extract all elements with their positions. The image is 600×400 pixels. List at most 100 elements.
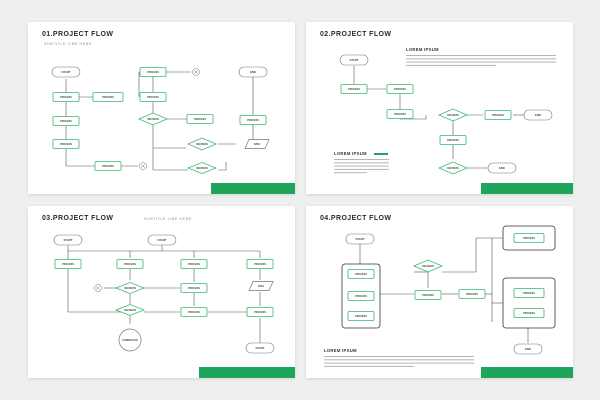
process-box	[458, 289, 486, 299]
node-label: PROCESS	[147, 71, 159, 74]
placeholder-text-line	[406, 58, 556, 60]
start-terminal	[339, 54, 369, 66]
node-label: START	[157, 238, 166, 242]
node-label: START	[63, 238, 72, 242]
node-label: PROCESS	[523, 312, 535, 315]
process-box	[54, 259, 82, 269]
process-box	[513, 308, 545, 318]
decision-diamond	[114, 304, 146, 316]
node-label: END	[499, 166, 505, 170]
decision-diamond	[186, 137, 218, 151]
decision-diamond	[114, 282, 146, 294]
node-label: START	[255, 346, 264, 350]
node-label: DECISION	[147, 118, 159, 121]
panel-subtitle: SUBTITLE LINE HERE	[144, 217, 192, 221]
flowchart-4: STARTPROCESSPROCESSPROCESSDECISIONPROCES…	[324, 225, 556, 367]
node-label: PROCESS	[348, 88, 360, 91]
flowchart-3: START START PROCESS PROCESS PROCESS PROCESS DE…	[53, 234, 275, 354]
start-terminal	[147, 234, 177, 246]
node-label: PROCESS	[102, 96, 114, 99]
node-label: PROCESS	[492, 114, 504, 117]
panel-title: 03.PROJECT FLOW	[42, 215, 114, 222]
node-label: CONNECTOR	[122, 339, 138, 342]
process-box	[246, 307, 274, 317]
node-label: START	[349, 58, 358, 62]
connector-line	[400, 115, 427, 120]
node-label: DECISION	[447, 114, 459, 117]
node-label: PROCESS	[355, 295, 367, 298]
panel-title: 04.PROJECT FLOW	[320, 215, 392, 222]
process-box	[513, 233, 545, 243]
node-label: PROCESS	[394, 113, 406, 116]
node-label: PROCESS	[188, 311, 200, 314]
node-label: PROCESS	[447, 139, 459, 142]
process-box	[180, 283, 208, 293]
start-terminal	[51, 66, 81, 78]
placeholder-text-line	[334, 172, 367, 174]
data-shape	[248, 281, 274, 291]
node-label: PROCESS	[60, 120, 72, 123]
node-label: PROCESS	[102, 165, 114, 168]
panel-title: 01.PROJECT FLOW	[42, 31, 114, 38]
cross-icon	[193, 69, 199, 75]
placeholder-text-line	[324, 359, 474, 361]
accent-bar	[481, 367, 573, 378]
node-label: DECISION	[196, 143, 208, 146]
placeholder-text-line	[324, 356, 474, 357]
decision-diamond	[186, 162, 218, 174]
node-label: PROCESS	[188, 263, 200, 266]
decision-diamond	[412, 259, 444, 273]
cross-icon	[95, 285, 101, 291]
node-label: PROCESS	[62, 263, 74, 266]
node-label: PROCESS	[355, 315, 367, 318]
node-label: START	[61, 70, 70, 74]
placeholder-text-line	[406, 55, 556, 56]
node-label: DATA	[258, 285, 265, 288]
process-box	[340, 84, 368, 94]
flowchart-panel-2: 02.PROJECT FLOW LOREM IPSUM LOREM IPSUM …	[306, 22, 573, 194]
node-label: PROCESS	[394, 88, 406, 91]
process-box	[386, 109, 414, 119]
flowchart-panel-3: 03.PROJECT FLOW SUBTITLE LINE HERE START…	[28, 206, 295, 378]
process-box	[180, 307, 208, 317]
node-label: PROCESS	[188, 287, 200, 290]
flowchart-2: START PROCESS PROCESS PROCESS DECISION PROCES…	[334, 54, 556, 175]
placeholder-text-line	[406, 64, 496, 66]
node-label: PROCESS	[60, 96, 72, 99]
accent-bar	[481, 183, 573, 194]
decision-diamond	[437, 108, 469, 122]
placeholder-text-line	[324, 365, 414, 367]
placeholder-text-line	[406, 61, 556, 63]
process-box	[139, 67, 167, 77]
node-label: DECISION	[422, 265, 434, 268]
connector-line	[218, 162, 227, 171]
node-label: END	[250, 70, 256, 74]
node-label: DECISION	[124, 287, 136, 290]
start-terminal	[245, 342, 275, 354]
process-box	[414, 290, 442, 300]
process-box	[186, 114, 214, 124]
accent-bar	[199, 367, 295, 378]
node-label: END	[535, 113, 541, 117]
connector-line	[67, 258, 130, 313]
node-label: DATA	[254, 143, 261, 146]
process-box	[347, 269, 375, 279]
placeholder-text-line	[334, 162, 389, 164]
node-label: PROCESS	[254, 311, 266, 314]
end-terminal	[487, 162, 517, 174]
end-terminal	[523, 109, 553, 121]
process-box	[239, 115, 267, 125]
group-container	[502, 277, 556, 329]
node-label: DECISION	[196, 167, 208, 170]
process-box	[139, 92, 167, 102]
process-box	[180, 259, 208, 269]
placeholder-text-line	[334, 165, 389, 167]
node-label: PROCESS	[247, 119, 259, 122]
node-label: PROCESS	[466, 293, 478, 296]
connector-circle	[118, 328, 142, 352]
accent-bar	[211, 183, 295, 194]
section-heading: LOREM IPSUM	[406, 47, 439, 52]
placeholder-text-line	[334, 168, 389, 170]
flowchart-1: START PROCESS PROCESS PROCESS PROCESS DECISIO…	[51, 66, 270, 174]
